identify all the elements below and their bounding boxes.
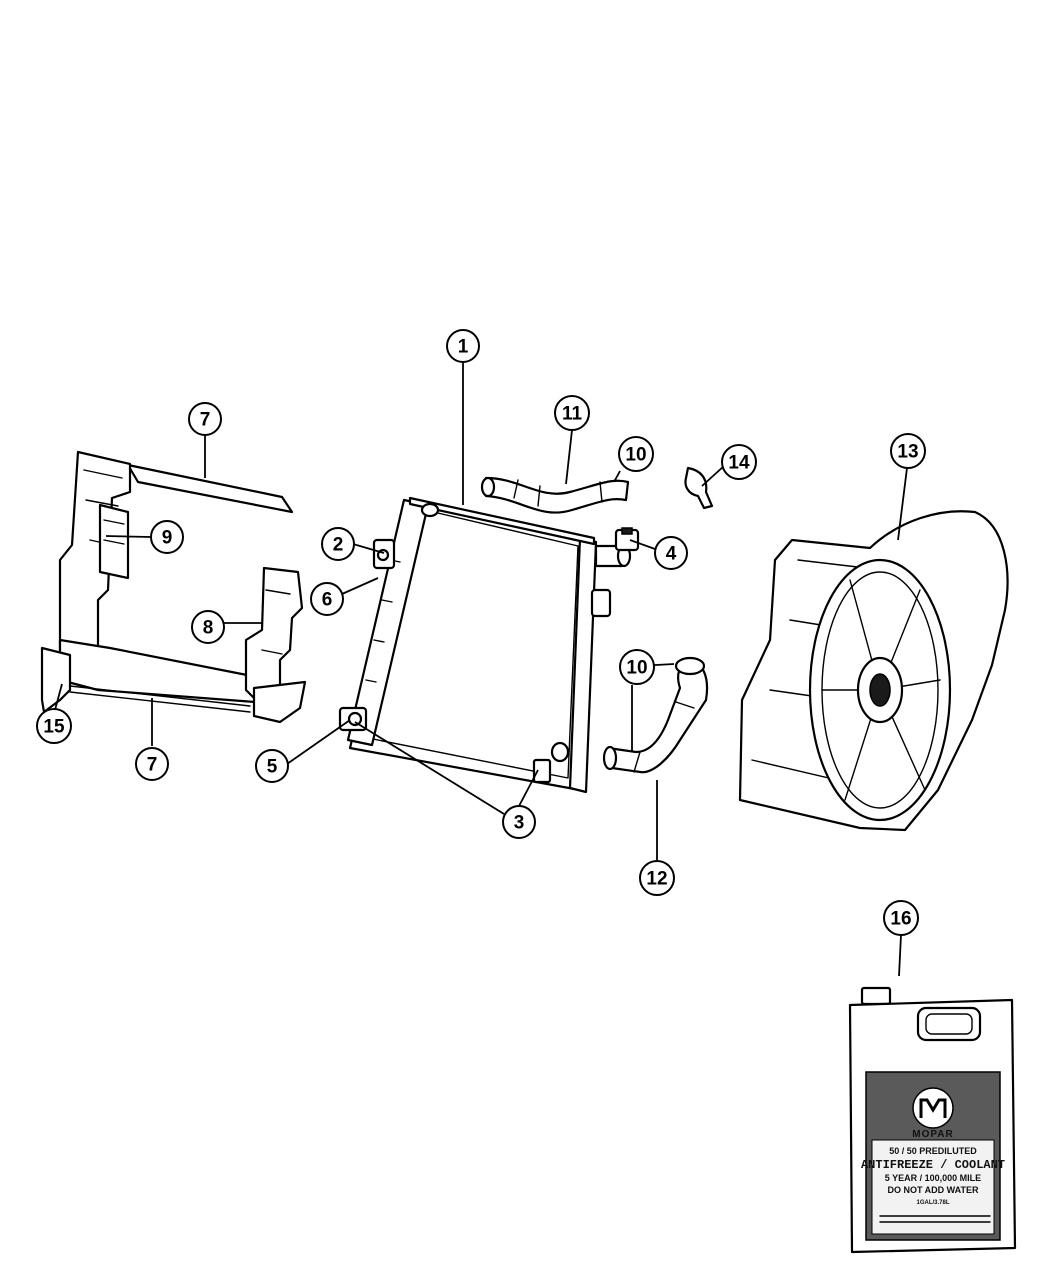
callout-13: 13 bbox=[890, 433, 926, 469]
cooling-fan-shroud bbox=[738, 510, 1009, 832]
callout-12-label: 12 bbox=[646, 869, 667, 890]
callout-13-label: 13 bbox=[897, 442, 918, 463]
callout-8: 8 bbox=[191, 610, 225, 644]
callout-8-label: 8 bbox=[203, 618, 214, 639]
jug-line2: ANTIFREEZE / COOLANT bbox=[861, 1158, 1005, 1172]
callout-9: 9 bbox=[150, 520, 184, 554]
callout-2: 2 bbox=[321, 527, 355, 561]
callout-2-label: 2 bbox=[333, 535, 344, 556]
callout-5: 5 bbox=[255, 749, 289, 783]
callout-15: 15 bbox=[36, 708, 72, 744]
jug-brand: MOPAR bbox=[912, 1129, 953, 1140]
callout-1-label: 1 bbox=[458, 337, 469, 358]
coolant-jug: MOPAR 50 / 50 PREDILUTED ANTIFREEZE / CO… bbox=[848, 986, 1017, 1254]
lower-radiator-hose bbox=[602, 656, 709, 774]
callout-11-label: 11 bbox=[562, 404, 583, 425]
radiator-air-seal-assembly bbox=[40, 450, 307, 724]
callout-3-label: 3 bbox=[514, 813, 525, 834]
callout-1: 1 bbox=[446, 329, 480, 363]
callout-15-label: 15 bbox=[43, 717, 65, 738]
callout-10-lower: 10 bbox=[619, 649, 655, 685]
callout-6-label: 6 bbox=[322, 590, 333, 611]
upper-radiator-hose bbox=[480, 476, 630, 514]
callout-16: 16 bbox=[883, 900, 919, 936]
callout-5-label: 5 bbox=[267, 757, 278, 778]
callout-14-label: 14 bbox=[728, 453, 750, 474]
jug-line4: DO NOT ADD WATER bbox=[888, 1185, 979, 1195]
callout-10-upper-label: 10 bbox=[625, 445, 646, 466]
callout-12: 12 bbox=[639, 860, 675, 896]
callout-9-label: 9 bbox=[162, 528, 173, 549]
callout-7-top: 7 bbox=[188, 402, 222, 436]
callout-7-top-label: 7 bbox=[200, 410, 211, 431]
radiator-drain-plug bbox=[614, 527, 640, 552]
callout-10-lower-label: 10 bbox=[626, 658, 647, 679]
callout-11: 11 bbox=[554, 395, 590, 431]
radiator bbox=[338, 496, 632, 794]
leader-lines bbox=[54, 362, 908, 977]
callout-3: 3 bbox=[502, 805, 536, 839]
callout-4-label: 4 bbox=[666, 544, 677, 565]
callout-4: 4 bbox=[654, 536, 688, 570]
hose-clamp bbox=[684, 466, 714, 510]
jug-line3: 5 YEAR / 100,000 MILE bbox=[885, 1173, 981, 1183]
callout-7-bottom-label: 7 bbox=[147, 755, 158, 776]
callout-14: 14 bbox=[721, 444, 757, 480]
callout-16-label: 16 bbox=[890, 909, 911, 930]
jug-line5: 1GAL/3.78L bbox=[916, 1200, 949, 1206]
callout-7-bottom: 7 bbox=[135, 747, 169, 781]
callout-6: 6 bbox=[310, 582, 344, 616]
callouts: 1 2 3 4 5 6 7 7 bbox=[36, 329, 926, 936]
callout-10-upper: 10 bbox=[618, 436, 654, 472]
jug-line1: 50 / 50 PREDILUTED bbox=[889, 1146, 977, 1156]
